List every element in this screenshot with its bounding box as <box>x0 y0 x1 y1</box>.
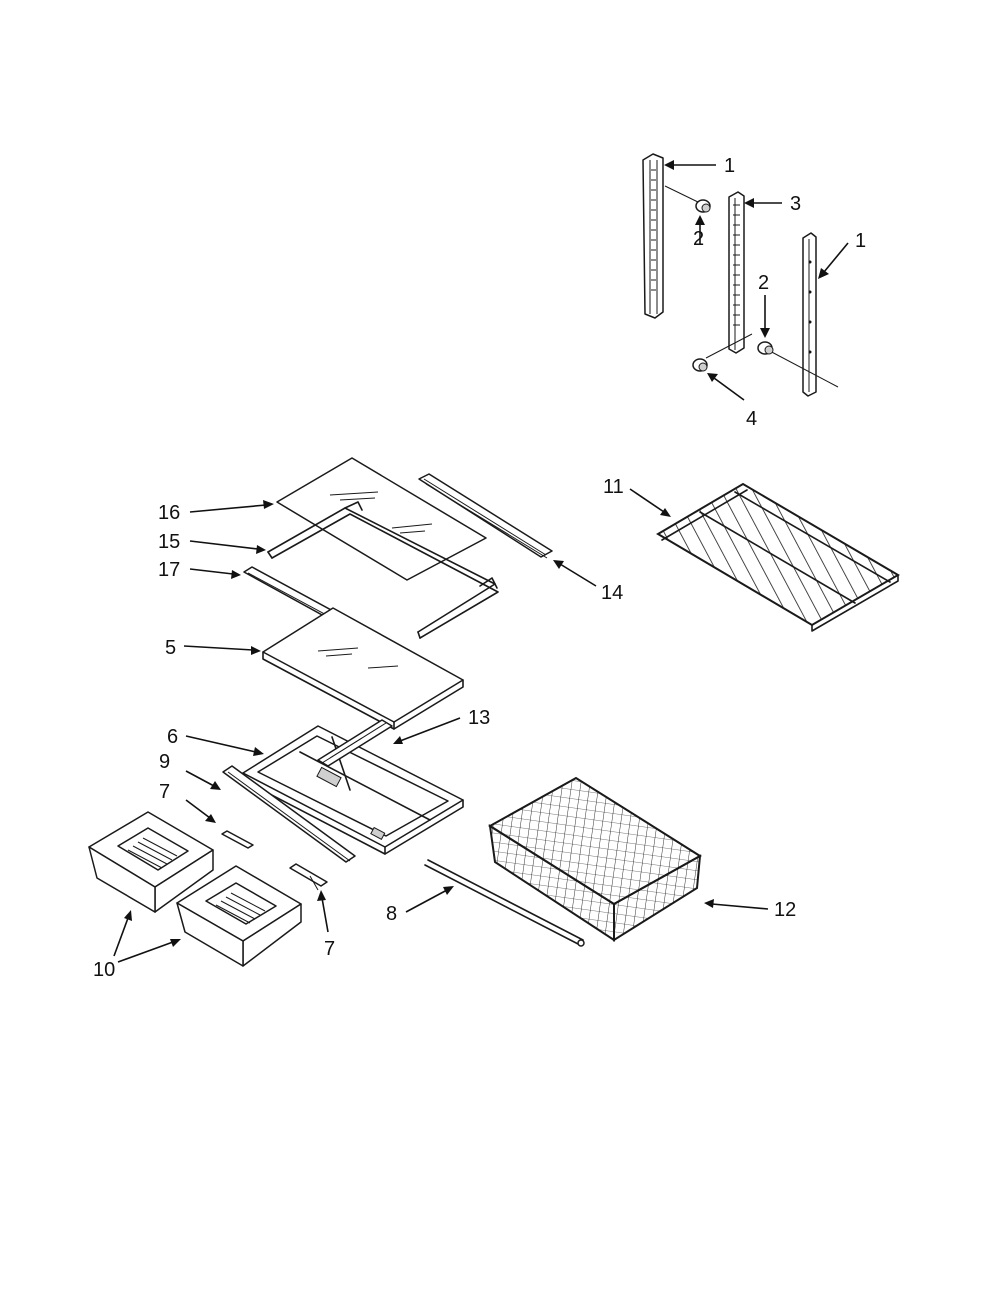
slide-7-lower <box>289 863 328 891</box>
callout-14: 14 <box>601 582 623 604</box>
crisper-frame <box>242 725 464 855</box>
callout-1-upper: 1 <box>724 155 735 177</box>
rail-screw-upper <box>664 185 711 213</box>
callout-2-lower: 2 <box>758 272 769 294</box>
crisper-divider-9 <box>222 765 356 863</box>
callout-13: 13 <box>468 707 490 729</box>
shelf-rail-center <box>728 191 745 354</box>
callout-8: 8 <box>386 903 397 925</box>
callout-3: 3 <box>790 193 801 215</box>
callout-12: 12 <box>774 899 796 921</box>
callout-6: 6 <box>167 726 178 748</box>
wire-basket <box>488 776 702 942</box>
leader-lines <box>113 160 849 963</box>
shelf-rail-left <box>642 153 664 319</box>
callout-9: 9 <box>159 751 170 773</box>
rail-screw-lower <box>757 341 839 388</box>
shelf-frame <box>267 501 499 639</box>
callout-17: 17 <box>158 559 180 581</box>
crisper-drawer-right <box>176 865 302 967</box>
callout-4: 4 <box>746 408 757 430</box>
shelf-trim-14 <box>418 473 553 559</box>
callout-10: 10 <box>93 959 115 981</box>
rail-screw-4 <box>692 333 753 372</box>
crisper-drawer-left <box>88 811 214 913</box>
callout-5: 5 <box>165 637 176 659</box>
shelf-rail-right <box>802 232 817 397</box>
glass-shelf-top <box>276 457 487 581</box>
callout-1-right: 1 <box>855 230 866 252</box>
callout-16: 16 <box>158 502 180 524</box>
callout-labels: 1 2 3 1 2 4 16 15 17 14 11 5 13 6 9 7 8 … <box>93 155 866 981</box>
callout-2-upper: 2 <box>693 228 704 250</box>
callout-11: 11 <box>603 476 624 498</box>
wire-shelf <box>656 482 900 632</box>
rod-8 <box>424 859 585 947</box>
slide-7-upper <box>221 830 254 849</box>
glass-shelf-5 <box>262 607 464 730</box>
callout-7-lower: 7 <box>324 938 335 960</box>
callout-7-upper: 7 <box>159 781 170 803</box>
crisper-cover-slide <box>317 719 393 767</box>
callout-15: 15 <box>158 531 180 553</box>
